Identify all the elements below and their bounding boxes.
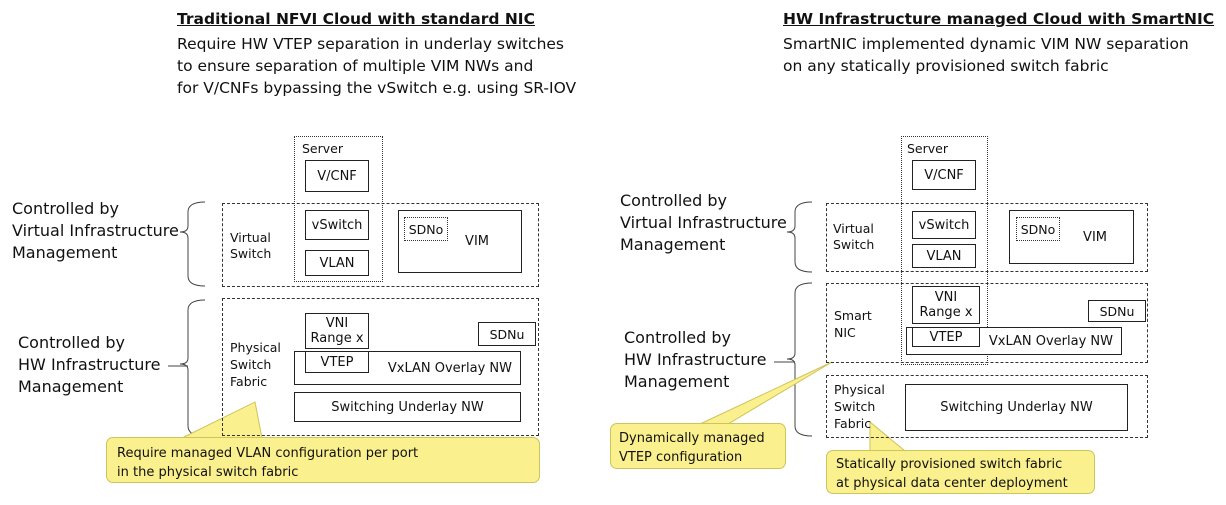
right-vtep-callout-line-2: VTEP configuration xyxy=(619,450,743,465)
right-vni-label-2: Range x xyxy=(919,305,973,320)
left-server-label: Server xyxy=(302,141,343,156)
left-virtual-switch-label-1: Virtual xyxy=(230,230,271,245)
left-callout: Require managed VLAN configuration per p… xyxy=(106,437,540,483)
right-heading: HW Infrastructure managed Cloud with Sma… xyxy=(783,10,1215,28)
right-ctrl-vim-3: Management xyxy=(620,235,726,254)
left-desc-line-1: Require HW VTEP separation in underlay s… xyxy=(177,35,565,53)
right-vni-label-1: VNI xyxy=(934,290,958,305)
right-ctrl-hw-2: HW Infrastructure xyxy=(624,350,767,369)
left-callout-line-1: Require managed VLAN configuration per p… xyxy=(117,446,419,461)
left-server-region xyxy=(294,136,383,282)
right-vtep-box: VTEP xyxy=(912,327,980,347)
left-ctrl-vim-1: Controlled by xyxy=(12,199,119,218)
left-hw-brace xyxy=(179,299,206,437)
right-physical-label-1: Physical xyxy=(834,382,885,397)
left-vlan-box: VLAN xyxy=(305,250,369,276)
right-vim-brace xyxy=(786,201,813,273)
left-ctrl-vim-3: Management xyxy=(12,243,118,262)
right-vlan-box: VLAN xyxy=(912,244,976,268)
left-vni-label-2: Range x xyxy=(310,331,364,346)
right-hw-brace xyxy=(786,282,813,437)
right-sdnu-box: SDNu xyxy=(1088,300,1146,322)
right-vswitch-box: vSwitch xyxy=(912,211,976,239)
left-ctrl-hw-2: HW Infrastructure xyxy=(18,355,161,374)
right-smart-nic-label-2: NIC xyxy=(834,325,856,340)
right-vtep-callout: Dynamically managed VTEP configuration xyxy=(610,423,786,469)
right-ctrl-hw-3: Management xyxy=(624,372,730,391)
left-ctrl-hw-1: Controlled by xyxy=(18,333,125,352)
left-sdnu-box: SDNu xyxy=(478,322,536,346)
left-callout-line-2: in the physical switch fabric xyxy=(117,465,299,480)
right-vcnf-box: V/CNF xyxy=(912,160,976,190)
right-desc-line-2: on any statically provisioned switch fab… xyxy=(783,57,1109,75)
left-heading: Traditional NFVI Cloud with standard NIC xyxy=(177,10,535,28)
left-vswitch-box: vSwitch xyxy=(305,210,369,240)
right-ctrl-vim-1: Controlled by xyxy=(620,191,727,210)
right-physical-switch-region xyxy=(826,375,1148,438)
left-ctrl-hw-3: Management xyxy=(18,377,124,396)
right-vni-box: VNI Range x xyxy=(912,286,980,324)
left-physical-label-2: Switch xyxy=(230,357,272,372)
right-smart-nic-label-1: Smart xyxy=(834,308,872,323)
right-virtual-switch-label-1: Virtual xyxy=(833,221,874,236)
right-vim-label: VIM xyxy=(1083,229,1107,245)
right-ctrl-hw-1: Controlled by xyxy=(624,328,731,347)
left-vni-box: VNI Range x xyxy=(305,313,369,349)
left-virtual-switch-region xyxy=(222,203,539,287)
right-fabric-callout-line-1: Statically provisioned switch fabric xyxy=(836,457,1063,472)
left-sdno-box: SDNo xyxy=(404,217,448,241)
right-overlay-label: VxLAN Overlay NW xyxy=(988,333,1113,349)
right-fabric-callout-line-2: at physical data center deployment xyxy=(836,476,1068,491)
left-virtual-switch-label-2: Switch xyxy=(230,246,272,261)
left-vim-label: VIM xyxy=(465,234,489,249)
left-desc-line-3: for V/CNFs bypassing the vSwitch e.g. us… xyxy=(177,79,577,97)
left-physical-label-1: Physical xyxy=(230,340,281,355)
left-desc-line-2: to ensure separation of multiple VIM NWs… xyxy=(177,57,534,75)
right-ctrl-vim-2: Virtual Infrastructure xyxy=(620,213,787,232)
left-physical-switch-region xyxy=(222,298,539,436)
left-vtep-box: VTEP xyxy=(305,351,369,373)
right-underlay-box: Switching Underlay NW xyxy=(905,384,1128,431)
left-vim-brace xyxy=(179,201,206,287)
right-server-region xyxy=(901,136,988,365)
left-physical-label-3: Fabric xyxy=(230,374,268,389)
right-desc-line-1: SmartNIC implemented dynamic VIM NW sepa… xyxy=(783,35,1189,53)
left-overlay-label: VxLAN Overlay NW xyxy=(387,360,512,376)
right-virtual-switch-label-2: Switch xyxy=(833,237,875,252)
right-server-label: Server xyxy=(907,141,948,156)
right-physical-label-3: Fabric xyxy=(834,416,872,431)
left-vni-label-1: VNI xyxy=(325,316,349,331)
right-vtep-callout-line-1: Dynamically managed xyxy=(619,431,765,446)
left-vcnf-box: V/CNF xyxy=(305,160,369,192)
left-underlay-box: Switching Underlay NW xyxy=(294,392,521,422)
right-physical-label-2: Switch xyxy=(834,399,876,414)
left-ctrl-vim-2: Virtual Infrastructure xyxy=(12,221,179,240)
right-fabric-callout: Statically provisioned switch fabric at … xyxy=(826,450,1095,494)
right-sdno-box: SDNo xyxy=(1016,217,1060,241)
